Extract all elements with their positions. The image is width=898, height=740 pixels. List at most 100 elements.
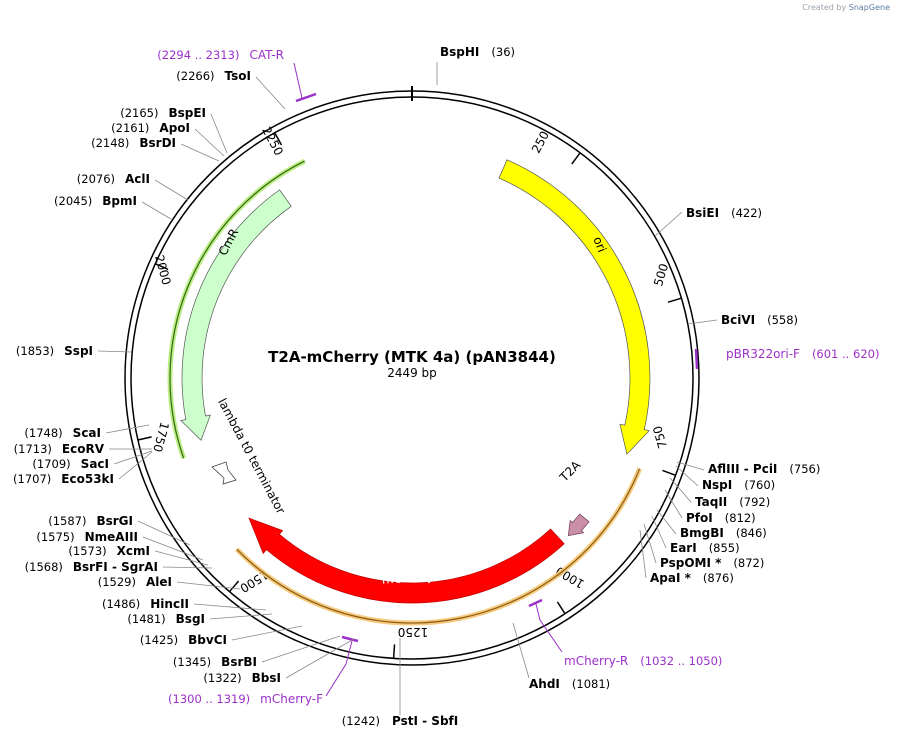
site-label-bsrdi[interactable]: (2148)BsrDI [91, 136, 176, 150]
mcherry-highlight-line [236, 468, 641, 624]
primer-label-pbr322ori-f[interactable]: pBR322ori-F(601 .. 620) [726, 347, 879, 361]
site-label-ahdi[interactable]: AhdI (1081) [529, 677, 610, 691]
mcherry-r-primer-mark[interactable] [528, 598, 543, 608]
site-name: Eco53kI [61, 472, 114, 486]
site-label-bbsi[interactable]: (1322)BbsI [203, 671, 281, 685]
tick-label-1250: 1250 [398, 625, 429, 639]
tick-label-1750: 1750 [150, 420, 171, 453]
ori-feature-arrow[interactable] [498, 159, 651, 455]
site-name: BspEI [168, 106, 206, 120]
site-label-bspei[interactable]: (2165)BspEI [120, 106, 206, 120]
site-leader-apoi [194, 128, 225, 157]
tick-mark-750 [662, 469, 676, 477]
tick-label-1500: 1500 [237, 567, 270, 595]
site-label-eari[interactable]: EarI(855) [670, 541, 740, 555]
site-label-bmgbi[interactable]: BmgBI(846) [680, 526, 767, 540]
site-label-bsgi[interactable]: (1481)BsgI [127, 612, 205, 626]
site-label-sspi[interactable]: (1853)SspI [16, 344, 93, 358]
site-label-pspomi[interactable]: PspOMI *(872) [660, 556, 764, 570]
tick-label-750: 750 [650, 424, 670, 450]
mcherry-f-primer-leader [325, 640, 353, 697]
primer-label-cat-r[interactable]: (2294 .. 2313) CAT-R [157, 48, 284, 62]
site-label-acli[interactable]: (2076)AclI [77, 172, 150, 186]
site-label-bpmi[interactable]: (2045)BpmI [54, 194, 137, 208]
site-leader-eari [651, 515, 667, 549]
site-label-apoi[interactable]: (2161)ApoI [111, 121, 190, 135]
site-label-nmeaiii[interactable]: (1575)NmeAIII [36, 530, 138, 544]
site-leader-alei [176, 581, 241, 590]
site-label-bsrbi[interactable]: (1345)BsrBI [173, 655, 257, 669]
primer-label-mcherry-r[interactable]: mCherry-R(1032 .. 1050) [564, 654, 722, 668]
plasmid-title: T2A-mCherry (MTK 4a) (pAN3844) [268, 348, 556, 366]
credit-prefix: Created by [802, 3, 847, 12]
site-label-bcivi[interactable]: BciVI(558) [721, 313, 798, 327]
tick-label-2000: 2000 [152, 253, 173, 286]
site-name: BsiEI [686, 206, 719, 220]
mcherry-f-primer-mark[interactable] [341, 635, 359, 643]
cmr-feature-arrow[interactable] [180, 189, 292, 441]
site-leader-bbvci [231, 625, 303, 641]
site-name: AflIII - PciI [708, 462, 777, 476]
site-label-tsoi[interactable]: (2266)TsoI [176, 69, 251, 83]
site-leader-bsrbi [261, 635, 341, 663]
site-leader-bpmi [141, 201, 172, 220]
site-label-psti-sbfi[interactable]: (1242)PstI - SbfI [342, 714, 458, 728]
primer-label-mcherry-f[interactable]: (1300 .. 1319)mCherry-F [168, 692, 323, 706]
site-position: (2076) [77, 172, 115, 186]
site-name: XcmI [117, 544, 150, 558]
site-position: (1481) [127, 612, 165, 626]
snapgene-credit: Created by SnapGene [802, 3, 890, 12]
site-label-scai[interactable]: (1748)ScaI [24, 426, 101, 440]
site-position: (756) [789, 462, 820, 476]
pbr322ori-f-primer-mark[interactable] [694, 348, 699, 370]
mcherry-feature-arrow[interactable] [248, 517, 565, 604]
site-label-bsrgi[interactable]: (1587)BsrGI [48, 514, 133, 528]
site-name: EcoRV [62, 442, 105, 456]
tick-mark-250 [571, 152, 581, 165]
site-position: (2266) [176, 69, 214, 83]
tick-mark-2000 [154, 263, 169, 271]
site-label-afliii-pcii[interactable]: AflIII - PciI (756) [708, 462, 820, 476]
site-label-bsrfi-sgrai[interactable]: (1568)BsrFI - SgrAI [25, 560, 158, 574]
site-label-xcmi[interactable]: (1573)XcmI [68, 544, 150, 558]
site-label-pfoi[interactable]: PfoI(812) [686, 511, 756, 525]
site-label-saci[interactable]: (1709) SacI [32, 457, 109, 471]
site-label-ecorv[interactable]: (1713) EcoRV [14, 442, 105, 456]
site-leader-bsrdi [180, 143, 220, 162]
site-position: (422) [731, 206, 762, 220]
site-label-nspi[interactable]: NspI(760) [702, 478, 775, 492]
primer-range: (2294 .. 2313) [157, 48, 239, 62]
site-label-bbvci[interactable]: (1425)BbvCI [140, 633, 227, 647]
site-name: BciVI [721, 313, 755, 327]
site-label-bsphi[interactable]: BspHI(36) [440, 45, 515, 59]
site-position: (760) [744, 478, 775, 492]
site-name: ApaI * [650, 571, 692, 585]
cat-r-primer-mark[interactable] [295, 92, 317, 103]
site-label-taqii[interactable]: TaqII(792) [695, 495, 770, 509]
cat-r-primer-leader [293, 62, 303, 99]
site-label-alei[interactable]: (1529)AleI [98, 575, 172, 589]
site-name: BsrFI - SgrAI [73, 560, 158, 574]
site-label-hincii[interactable]: (1486)HincII [102, 597, 189, 611]
site-label-apai[interactable]: ApaI * (876) [650, 571, 734, 585]
primer-name: CAT-R [249, 48, 284, 62]
site-leader-bspei [210, 113, 228, 154]
features [167, 158, 651, 626]
site-label-eco53ki[interactable]: (1707)Eco53kI [13, 472, 114, 486]
site-label-bsiei[interactable]: BsiEI (422) [686, 206, 762, 220]
site-name: BbvCI [188, 633, 227, 647]
site-position: (1713) [14, 442, 52, 456]
site-position: (872) [733, 556, 764, 570]
site-name: SacI [81, 457, 109, 471]
terminator-feature-arrow[interactable] [211, 461, 237, 485]
tick-mark-500 [667, 297, 682, 303]
site-leader-bsrgi [137, 520, 191, 546]
site-position: (876) [703, 571, 734, 585]
tick-mark-2250 [274, 132, 283, 146]
t2a-feature-arrow[interactable] [567, 513, 590, 537]
site-position: (1709) [32, 457, 70, 471]
site-position: (1081) [572, 677, 610, 691]
cmr-highlight-line [169, 160, 305, 459]
site-name: AhdI [529, 677, 560, 691]
site-name: PfoI [686, 511, 713, 525]
